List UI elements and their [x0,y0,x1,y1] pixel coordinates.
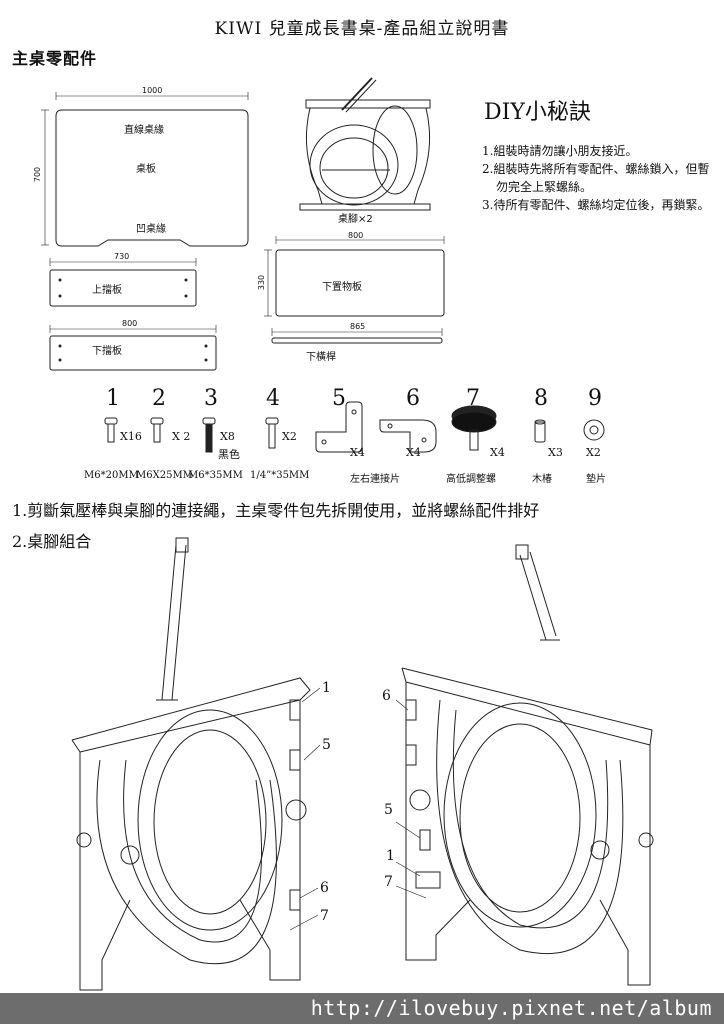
leveling-foot-7-icon [451,405,497,451]
hardware-quantity: X4 [350,446,365,459]
leg-drawing [299,77,431,211]
hardware-spec: M6X25MM [136,470,193,481]
shelf-drawing [264,236,445,317]
lower-board-drawing [49,325,217,371]
hardware-number: 1 [106,386,120,411]
hardware-quantity: X16 [120,430,142,443]
watermark-bar [0,993,724,1024]
right-leg-assembly-drawing [395,544,654,986]
hardware-spec: 木椿 [532,474,552,485]
upper-board-width-dim: 730 [114,252,130,261]
document-title: KIWI 兒童成長書桌-產品組立說明書 [214,19,510,39]
callout-right: 1 [386,848,395,864]
hardware-number: 7 [466,386,480,411]
hardware-number: 2 [152,386,166,411]
hardware-number: 6 [406,386,420,411]
connector-plate-6-icon [379,419,437,453]
desktop-height-dim: 700 [33,166,43,183]
hardware-quantity: X8 [220,430,235,443]
diy-tip: 1.組裝時請勿讓小朋友接近。 [482,144,638,158]
bolt-2-icon [150,417,164,443]
connector-plate-5-icon [315,401,363,453]
hardware-icons [104,401,605,453]
desktop-edge-concave-label: 凹桌緣 [136,224,166,235]
hardware-quantity: X 2 [172,430,191,443]
watermark-url: http://ilovebuy.pixnet.net/album [310,996,712,1020]
hardware-color-note: 黑色 [218,448,240,461]
bolt-1-icon [104,417,118,443]
hardware-spec: 左右連接片 [350,474,400,485]
lower-board-width-dim: 800 [122,319,138,328]
hardware-spec: 墊片 [586,474,606,485]
hardware-number: 4 [266,386,280,411]
diy-tips-title: DIY小秘訣 [484,100,591,125]
callout-left: 1 [322,680,331,696]
left-leg-assembly-drawing [71,537,321,991]
crossbar-label: 下橫桿 [306,352,336,363]
hardware-spec: M6*20MM [84,470,139,481]
diy-tip: 3.待所有零配件、螺絲均定位後，再鎖緊。 [482,198,710,212]
diy-tips-list: 1.組裝時請勿讓小朋友接近。 2.組裝時先將所有零配件、螺絲鎖入，但暫勿完全上緊… [482,142,714,214]
diy-tip: 2.組裝時先將所有零配件、螺絲鎖入，但暫勿完全上緊螺絲。 [482,162,710,194]
hardware-quantity: X4 [406,446,421,459]
desktop-width-dim: 1000 [142,86,163,95]
callout-left: 6 [320,880,329,896]
leg-label: 桌腳×2 [338,214,373,225]
callout-right: 7 [384,874,393,890]
desktop-center-label: 桌板 [136,164,156,175]
hardware-spec: 高低調整螺 [446,474,496,485]
hardware-quantity: X2 [586,446,601,459]
callout-right: 5 [384,802,393,818]
callout-right: 6 [382,688,391,704]
bolt-3-icon [202,417,216,453]
hardware-quantity: X3 [548,446,563,459]
desktop-panel-drawing [41,92,249,247]
lower-board-label: 下擋板 [92,346,122,357]
washer-9-icon [583,419,605,441]
hardware-spec: M6*35MM [188,470,243,481]
crossbar-drawing [271,328,443,344]
shelf-height-dim: 330 [257,274,267,291]
upper-board-label: 上擋板 [92,285,122,296]
crossbar-width-dim: 865 [350,322,366,331]
dowel-8-icon [534,419,546,443]
callout-left: 5 [322,737,331,753]
bolt-4-icon [265,417,279,449]
hardware-quantity: X4 [490,446,505,459]
parts-heading: 主桌零配件 [12,49,98,68]
shelf-width-dim: 800 [348,231,364,240]
desktop-edge-straight-label: 直線桌緣 [124,125,164,136]
upper-board-drawing [49,258,197,307]
shelf-label: 下置物板 [322,282,362,293]
hardware-quantity: X2 [282,430,297,443]
hardware-spec: 1/4”*35MM [250,470,310,481]
hardware-number: 9 [588,386,602,411]
hardware-number: 3 [204,386,218,411]
step-1-instruction: 1.剪斷氣壓棒與桌腳的連接繩，主桌零件包先拆開使用，並將螺絲配件排好 [12,501,540,520]
hardware-number: 5 [332,386,346,411]
step-2-instruction: 2.桌腳組合 [12,532,92,551]
callout-left: 7 [320,908,329,924]
hardware-number: 8 [534,386,548,411]
